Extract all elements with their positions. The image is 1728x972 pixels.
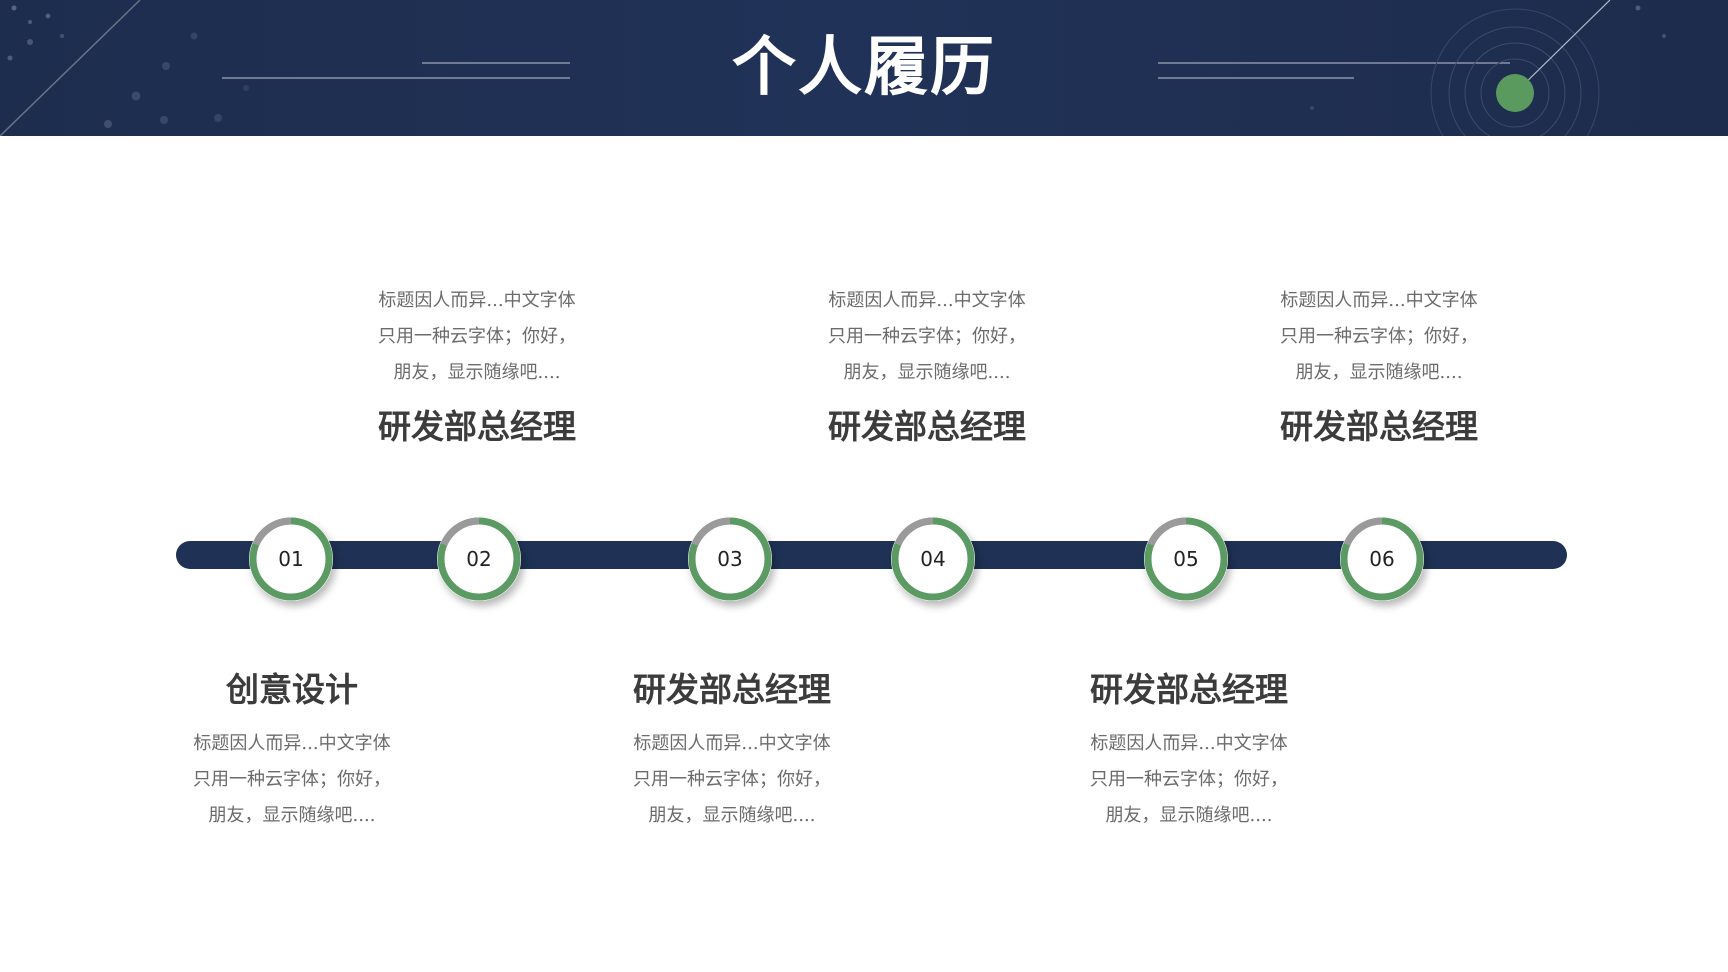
timeline-node-03: 03 xyxy=(688,517,772,601)
top-item-desc-line: 标题因人而异...中文字体 xyxy=(1280,290,1478,311)
top-item-desc-line: 只用一种云字体；你好， xyxy=(1280,326,1478,347)
top-item-desc-line: 朋友，显示随缘吧.... xyxy=(843,362,1011,383)
top-item-heading: 研发部总经理 xyxy=(1280,407,1478,446)
node-number: 04 xyxy=(920,547,946,571)
progress-ring-icon xyxy=(249,517,333,601)
timeline-node-01: 01 xyxy=(249,517,333,601)
node-number: 03 xyxy=(717,547,743,571)
header-decoration xyxy=(0,0,1666,136)
timeline-node-06: 06 xyxy=(1340,517,1424,601)
timeline-node-02: 02 xyxy=(437,517,521,601)
top-item-heading: 研发部总经理 xyxy=(828,407,1026,446)
bottom-item-desc-line: 标题因人而异...中文字体 xyxy=(633,733,831,754)
bottom-item-desc-line: 只用一种云字体；你好， xyxy=(1090,769,1288,790)
bottom-item-desc-line: 只用一种云字体；你好， xyxy=(193,769,391,790)
top-item-desc-line: 朋友，显示随缘吧.... xyxy=(1295,362,1463,383)
bottom-item-heading: 研发部总经理 xyxy=(633,670,831,709)
progress-ring-icon xyxy=(437,517,521,601)
progress-ring-icon xyxy=(688,517,772,601)
bottom-item-2: 研发部总经理 标题因人而异...中文字体 只用一种云字体；你好， 朋友，显示随缘… xyxy=(602,668,862,834)
top-item-1: 标题因人而异...中文字体 只用一种云字体；你好， 朋友，显示随缘吧.... 研… xyxy=(347,283,607,449)
bottom-item-desc-line: 标题因人而异...中文字体 xyxy=(193,733,391,754)
bottom-item-desc-line: 朋友，显示随缘吧.... xyxy=(1105,805,1273,826)
top-item-desc-line: 只用一种云字体；你好， xyxy=(378,326,576,347)
page-title: 个人履历 xyxy=(732,30,996,105)
bottom-item-3: 研发部总经理 标题因人而异...中文字体 只用一种云字体；你好， 朋友，显示随缘… xyxy=(1059,668,1319,834)
timeline-bar xyxy=(176,541,1567,569)
bottom-item-desc-line: 朋友，显示随缘吧.... xyxy=(208,805,376,826)
timeline-node-05: 05 xyxy=(1144,517,1228,601)
node-number: 02 xyxy=(466,547,492,571)
timeline-node-04: 04 xyxy=(891,517,975,601)
top-item-desc-line: 只用一种云字体；你好， xyxy=(828,326,1026,347)
top-item-desc-line: 标题因人而异...中文字体 xyxy=(828,290,1026,311)
progress-ring-icon xyxy=(1144,517,1228,601)
bottom-item-desc-line: 标题因人而异...中文字体 xyxy=(1090,733,1288,754)
top-item-desc-line: 朋友，显示随缘吧.... xyxy=(393,362,561,383)
top-item-3: 标题因人而异...中文字体 只用一种云字体；你好， 朋友，显示随缘吧.... 研… xyxy=(1249,283,1509,449)
bottom-item-heading: 研发部总经理 xyxy=(1090,670,1288,709)
bottom-item-1: 创意设计 标题因人而异...中文字体 只用一种云字体；你好， 朋友，显示随缘吧.… xyxy=(162,668,422,834)
bottom-item-heading: 创意设计 xyxy=(226,670,358,709)
top-item-desc-line: 标题因人而异...中文字体 xyxy=(378,290,576,311)
bottom-item-desc-line: 只用一种云字体；你好， xyxy=(633,769,831,790)
progress-ring-icon xyxy=(1340,517,1424,601)
node-number: 01 xyxy=(278,547,304,571)
progress-ring-icon xyxy=(891,517,975,601)
node-number: 05 xyxy=(1173,547,1199,571)
bottom-item-desc-line: 朋友，显示随缘吧.... xyxy=(648,805,816,826)
node-number: 06 xyxy=(1369,547,1395,571)
top-item-2: 标题因人而异...中文字体 只用一种云字体；你好， 朋友，显示随缘吧.... 研… xyxy=(797,283,1057,449)
header-banner: 个人履历 xyxy=(0,0,1728,136)
top-item-heading: 研发部总经理 xyxy=(378,407,576,446)
